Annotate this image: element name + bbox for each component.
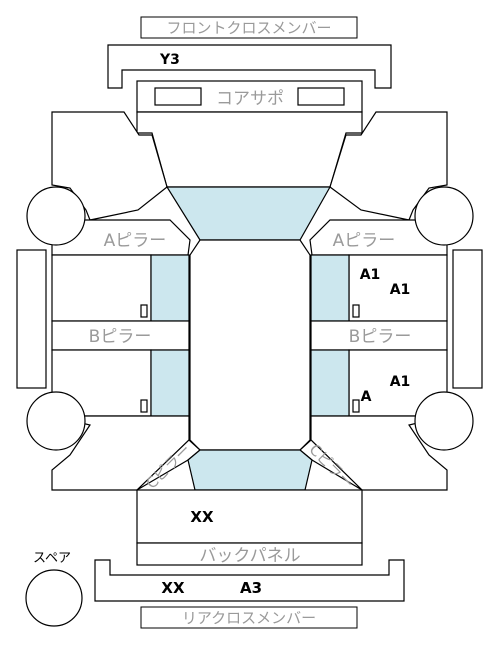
rear-right-wheel[interactable]	[414, 391, 474, 451]
trunk[interactable]	[136, 489, 363, 544]
rear-cross-member-label-box	[140, 606, 358, 629]
left-front-door[interactable]	[51, 254, 152, 322]
left-rear-quarter[interactable]	[51, 415, 190, 491]
spare-label: スペア	[33, 551, 71, 566]
a-pillar-left[interactable]	[51, 219, 191, 256]
left-front-door-handle[interactable]	[140, 304, 148, 318]
left-front-window[interactable]	[150, 254, 190, 322]
front-left-wheel[interactable]	[26, 186, 86, 246]
rear-left-wheel[interactable]	[26, 391, 86, 451]
b-pillar-right[interactable]	[310, 320, 448, 351]
b-pillar-right-label: Bピラー	[349, 327, 412, 347]
b-pillar-left[interactable]	[51, 320, 190, 351]
right-front-door-mark-1: A1	[360, 267, 381, 283]
left-rear-door-handle[interactable]	[140, 399, 148, 413]
right-side-sill[interactable]	[452, 249, 483, 389]
rear-cross-member-mark-2: A3	[240, 579, 262, 597]
core-support-left-light[interactable]	[154, 87, 202, 106]
front-cross-member-label: フロントクロスメンバー	[166, 19, 331, 37]
core-support-label: コアサポ	[216, 89, 284, 109]
rear-cross-member[interactable]	[94, 559, 405, 602]
left-side-sill[interactable]	[16, 249, 47, 389]
front-cross-member[interactable]	[107, 44, 392, 89]
right-rear-door-handle[interactable]	[352, 399, 360, 413]
a-pillar-right[interactable]	[309, 219, 448, 256]
right-rear-quarter[interactable]	[310, 415, 448, 491]
back-panel-label: バックパネル	[199, 546, 300, 566]
roof[interactable]	[189, 239, 311, 451]
right-front-door-handle[interactable]	[352, 304, 360, 318]
back-panel[interactable]	[136, 542, 363, 566]
rear-cross-member-mark-1: XX	[161, 579, 185, 597]
b-pillar-left-label: Bピラー	[89, 327, 152, 347]
a-pillar-right-label: Aピラー	[333, 231, 396, 251]
right-rear-door-mark-a1: A1	[390, 374, 411, 390]
front-cross-member-mark: Y3	[159, 52, 180, 68]
trunk-mark: XX	[190, 508, 214, 526]
windshield[interactable]	[165, 186, 332, 241]
right-front-window[interactable]	[310, 254, 350, 322]
right-front-fender[interactable]	[329, 111, 448, 221]
hood[interactable]	[136, 111, 363, 188]
front-cross-member-label-box	[140, 16, 358, 39]
left-front-fender[interactable]	[51, 111, 168, 221]
rear-window[interactable]	[187, 449, 313, 491]
left-rear-window[interactable]	[150, 349, 190, 417]
right-front-door-mark-2: A1	[390, 282, 411, 298]
rear-cross-member-label: リアクロスメンバー	[182, 609, 316, 627]
spare-tire[interactable]	[25, 569, 83, 627]
right-rear-window[interactable]	[310, 349, 350, 417]
a-pillar-left-label: Aピラー	[104, 231, 167, 251]
front-right-wheel[interactable]	[414, 186, 474, 246]
right-rear-door-mark-a: A	[361, 389, 372, 405]
core-support-right-light[interactable]	[297, 87, 345, 106]
